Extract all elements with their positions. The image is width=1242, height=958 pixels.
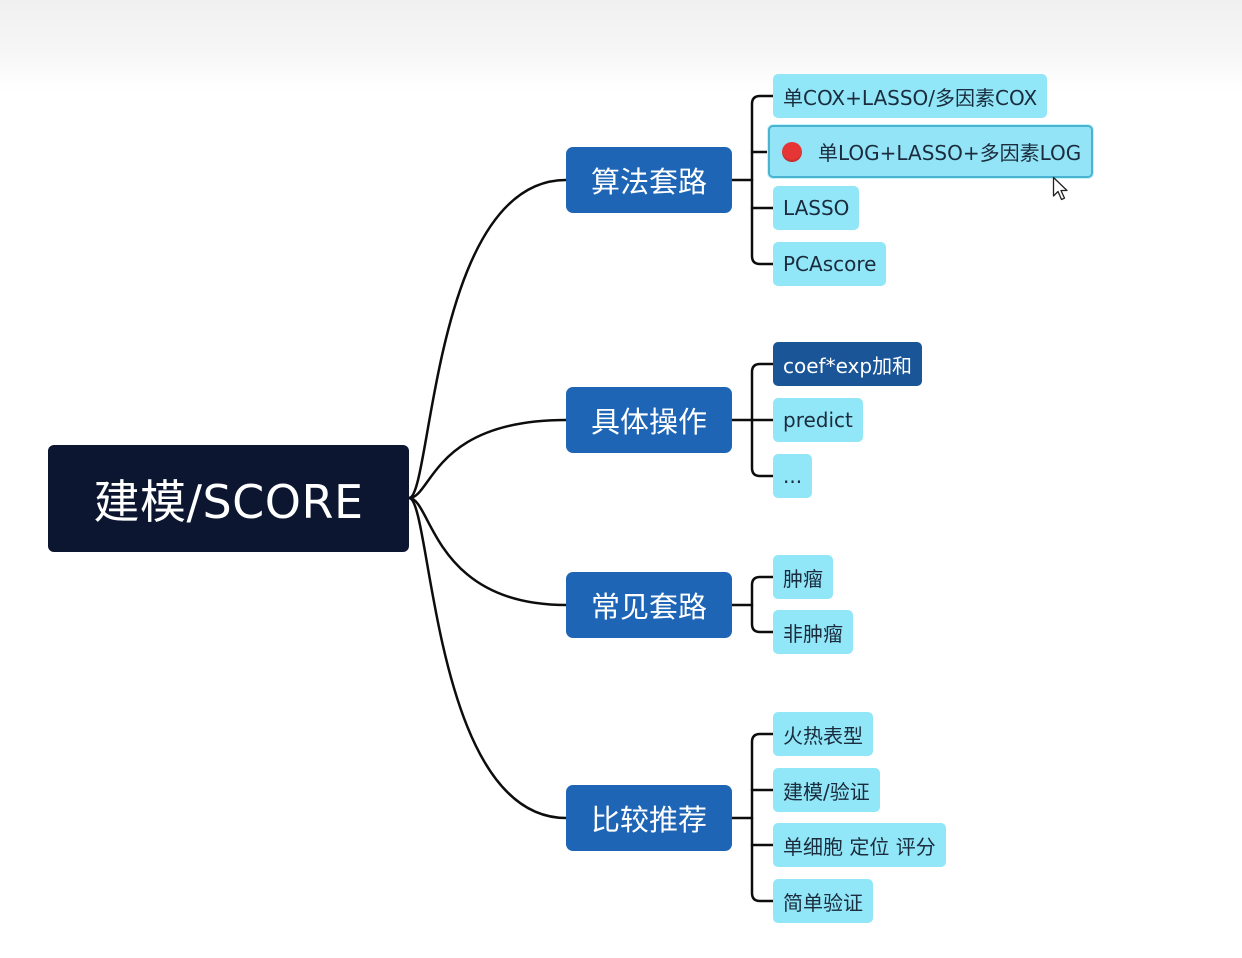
leaf-label: 非肿瘤 xyxy=(783,621,843,646)
root-label: 建模/SCORE xyxy=(93,474,364,529)
branch-node-operations[interactable]: 具体操作 xyxy=(566,387,732,453)
leaf-label: predict xyxy=(783,408,853,432)
branch-node-recommendations[interactable]: 比较推荐 xyxy=(566,785,732,851)
connector-root-branch-1 xyxy=(407,178,568,500)
leaf-node[interactable]: 肿瘤 xyxy=(773,555,833,599)
leaf-node[interactable]: 非肿瘤 xyxy=(773,610,853,654)
leaf-node[interactable]: PCAscore xyxy=(773,242,887,286)
leaf-node[interactable]: 单细胞 定位 评分 xyxy=(773,823,946,867)
root-node[interactable]: 建模/SCORE xyxy=(48,445,409,552)
connector-branch-4-bracket xyxy=(750,732,775,903)
leaf-node[interactable]: ... xyxy=(773,454,813,498)
leaf-node[interactable]: 单COX+LASSO/多因素COX xyxy=(773,74,1048,118)
leaf-node-highlighted[interactable]: coef*exp加和 xyxy=(773,342,923,386)
branch-label: 比较推荐 xyxy=(590,803,707,837)
leaf-label: coef*exp加和 xyxy=(783,353,913,378)
leaf-label: 火热表型 xyxy=(783,723,863,748)
leaf-node[interactable]: LASSO xyxy=(773,186,860,230)
branch-label: 具体操作 xyxy=(590,405,707,439)
leaf-label: 简单验证 xyxy=(783,890,863,915)
leaf-node[interactable]: 建模/验证 xyxy=(773,768,880,812)
leaf-node[interactable]: 简单验证 xyxy=(773,879,873,923)
leaf-label: PCAscore xyxy=(783,252,877,276)
leaf-label: LASSO xyxy=(783,196,850,220)
branch-node-algorithm[interactable]: 算法套路 xyxy=(566,147,732,213)
leaf-node-selected[interactable]: 单LOG+LASSO+多因素LOG xyxy=(768,125,1094,178)
leaf-label: 单COX+LASSO/多因素COX xyxy=(783,85,1038,110)
connector-branch-3-bracket xyxy=(750,575,775,634)
leaf-label: ... xyxy=(783,464,803,488)
connector-branch-1-bracket xyxy=(750,94,775,266)
connector-root-branch-2 xyxy=(407,418,568,500)
leaf-label: 建模/验证 xyxy=(783,779,870,804)
branch-label: 常见套路 xyxy=(590,590,707,624)
leaf-label: 单细胞 定位 评分 xyxy=(783,834,936,859)
red-dot-icon xyxy=(782,141,802,162)
leaf-label: 单LOG+LASSO+多因素LOG xyxy=(818,141,1082,165)
leaf-node[interactable]: predict xyxy=(773,398,863,442)
connector-root-branch-3 xyxy=(407,496,568,607)
connector-root-branch-4 xyxy=(407,496,568,820)
branch-node-common-routines[interactable]: 常见套路 xyxy=(566,572,732,638)
mouse-cursor-icon xyxy=(1052,176,1068,201)
branch-label: 算法套路 xyxy=(590,165,707,199)
leaf-label: 肿瘤 xyxy=(783,566,823,591)
leaf-node[interactable]: 火热表型 xyxy=(773,712,873,756)
